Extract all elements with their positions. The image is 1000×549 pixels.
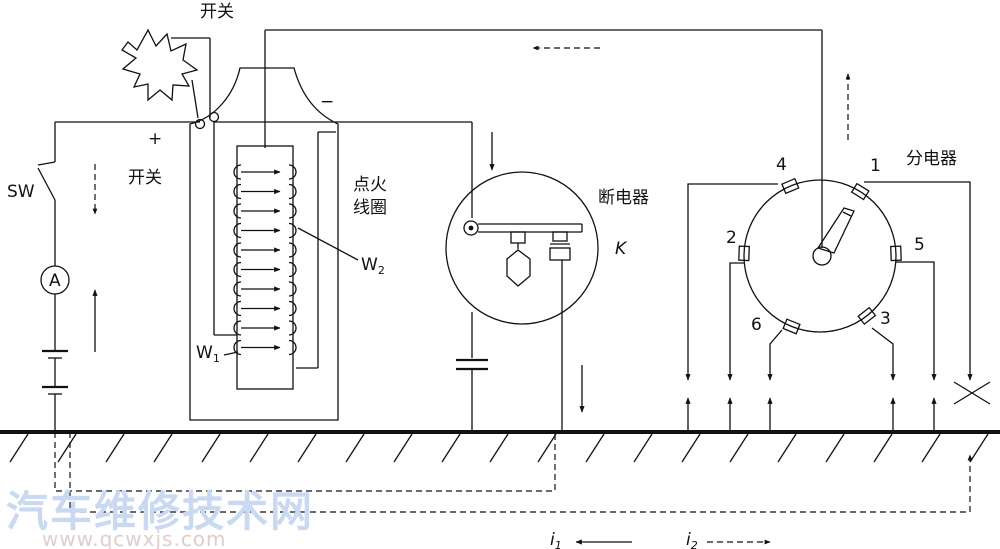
secondary-winding-loop (288, 320, 297, 336)
secondary-winding-loop (288, 339, 297, 356)
watermark-text: 汽车维修技术网 (6, 487, 314, 536)
primary-winding-loop (233, 164, 242, 180)
switch-top-label: 开关 (200, 2, 234, 22)
ground-hatch-mark (345, 433, 365, 463)
breaker (445, 171, 599, 432)
distributor-terminal-2 (738, 245, 750, 262)
w2-label: W2 (361, 255, 385, 277)
secondary-winding-loop (288, 164, 297, 180)
distributor-terminal-1 (850, 182, 870, 201)
sw-switch-symbol (37, 161, 56, 201)
ground-hatch-mark (585, 433, 605, 463)
secondary-winding-loop (288, 183, 297, 200)
switch-left-label: 开关 (128, 168, 162, 188)
terminal-label-3: 3 (880, 309, 891, 329)
i1-label: i1 (550, 530, 562, 549)
secondary-winding-loop (288, 222, 297, 239)
distributor-terminal-4 (781, 177, 800, 195)
ground-hatch-mark (921, 433, 941, 463)
ground-hatch-mark (441, 433, 461, 463)
distributor (685, 177, 991, 430)
primary-winding-loop (233, 222, 242, 239)
k-label: K (615, 239, 628, 259)
ground-hatch-mark (825, 433, 845, 463)
spark-plug-lead-1 (864, 181, 973, 381)
ground-hatch-mark (489, 433, 509, 463)
spark-plug-lead-5 (896, 261, 937, 381)
ground-hatch-mark (873, 433, 893, 463)
secondary-winding-loop (288, 261, 297, 278)
ground-hatch-mark (297, 433, 317, 463)
spark-plug-lead-2 (727, 262, 744, 381)
breaker-circuit (214, 121, 585, 432)
w1-label: W1 (196, 343, 220, 365)
watermark-url: www.qcwxjs.com (42, 527, 227, 549)
primary-winding-loop (233, 281, 242, 297)
ground-hatch-mark (729, 433, 749, 463)
ground-hatch-mark (57, 433, 77, 463)
ground-hatch-mark (249, 433, 269, 463)
spark-plug-lead-3 (871, 327, 896, 381)
secondary-winding-loop (288, 203, 297, 219)
primary-winding-loop (233, 339, 242, 356)
distributor-terminal-3 (857, 306, 877, 326)
primary-winding-loop (233, 261, 242, 278)
primary-winding-loop (233, 300, 242, 317)
secondary-winding-loop (288, 242, 297, 258)
primary-winding-loop (233, 203, 242, 219)
spark-symbol (121, 28, 211, 119)
ground (0, 430, 1000, 463)
coil-label: 点火 线圈 (353, 175, 392, 218)
distributor-terminal-5 (890, 245, 902, 262)
ground-hatch-mark (969, 433, 989, 463)
ground-hatch-mark (537, 433, 557, 463)
ground-hatch-mark (153, 433, 173, 463)
secondary-winding-loop (288, 281, 297, 297)
terminal-label-1: 1 (870, 156, 881, 176)
ground-hatch-mark (201, 433, 221, 463)
distributor-label: 分电器 (906, 149, 957, 169)
ground-hatch-mark (105, 433, 125, 463)
breaker-label: 断电器 (598, 188, 649, 208)
distributor-terminal-6 (782, 318, 801, 335)
capacitor-symbol (456, 358, 488, 371)
spark-x-symbol (953, 381, 991, 405)
terminal-label-6: 6 (751, 315, 762, 335)
primary-winding-loop (233, 320, 242, 336)
watermark: 汽车维修技术网 www.qcwxjs.com (6, 487, 314, 549)
secondary-winding-loop (288, 300, 297, 317)
current-arrows (54, 432, 973, 545)
ground-hatch-mark (393, 433, 413, 463)
ignition-coil (189, 30, 359, 421)
labels: 开关 开关 SW A + − 点火 线圈 W2 W1 断电器 K 分电器 i1 … (7, 2, 957, 549)
terminal-label-2: 2 (726, 228, 737, 248)
ammeter-label: A (49, 271, 61, 291)
terminal-label-4: 4 (776, 155, 787, 175)
ground-hatch-mark (633, 433, 653, 463)
ground-hatch-mark (681, 433, 701, 463)
plus-label: + (148, 129, 162, 149)
primary-winding-loop (233, 242, 242, 258)
high-tension-lead (265, 29, 851, 248)
ground-hatch-mark (9, 433, 29, 463)
primary-supply-branch (37, 121, 200, 432)
minus-label: − (320, 92, 334, 112)
spark-plug-lead-4 (685, 183, 778, 381)
i2-label: i2 (686, 530, 698, 549)
spark-plug-lead-6 (767, 329, 783, 381)
ground-hatch-mark (777, 433, 797, 463)
sw-label: SW (7, 182, 35, 202)
terminal-label-5: 5 (914, 235, 925, 255)
primary-winding-loop (233, 183, 242, 200)
